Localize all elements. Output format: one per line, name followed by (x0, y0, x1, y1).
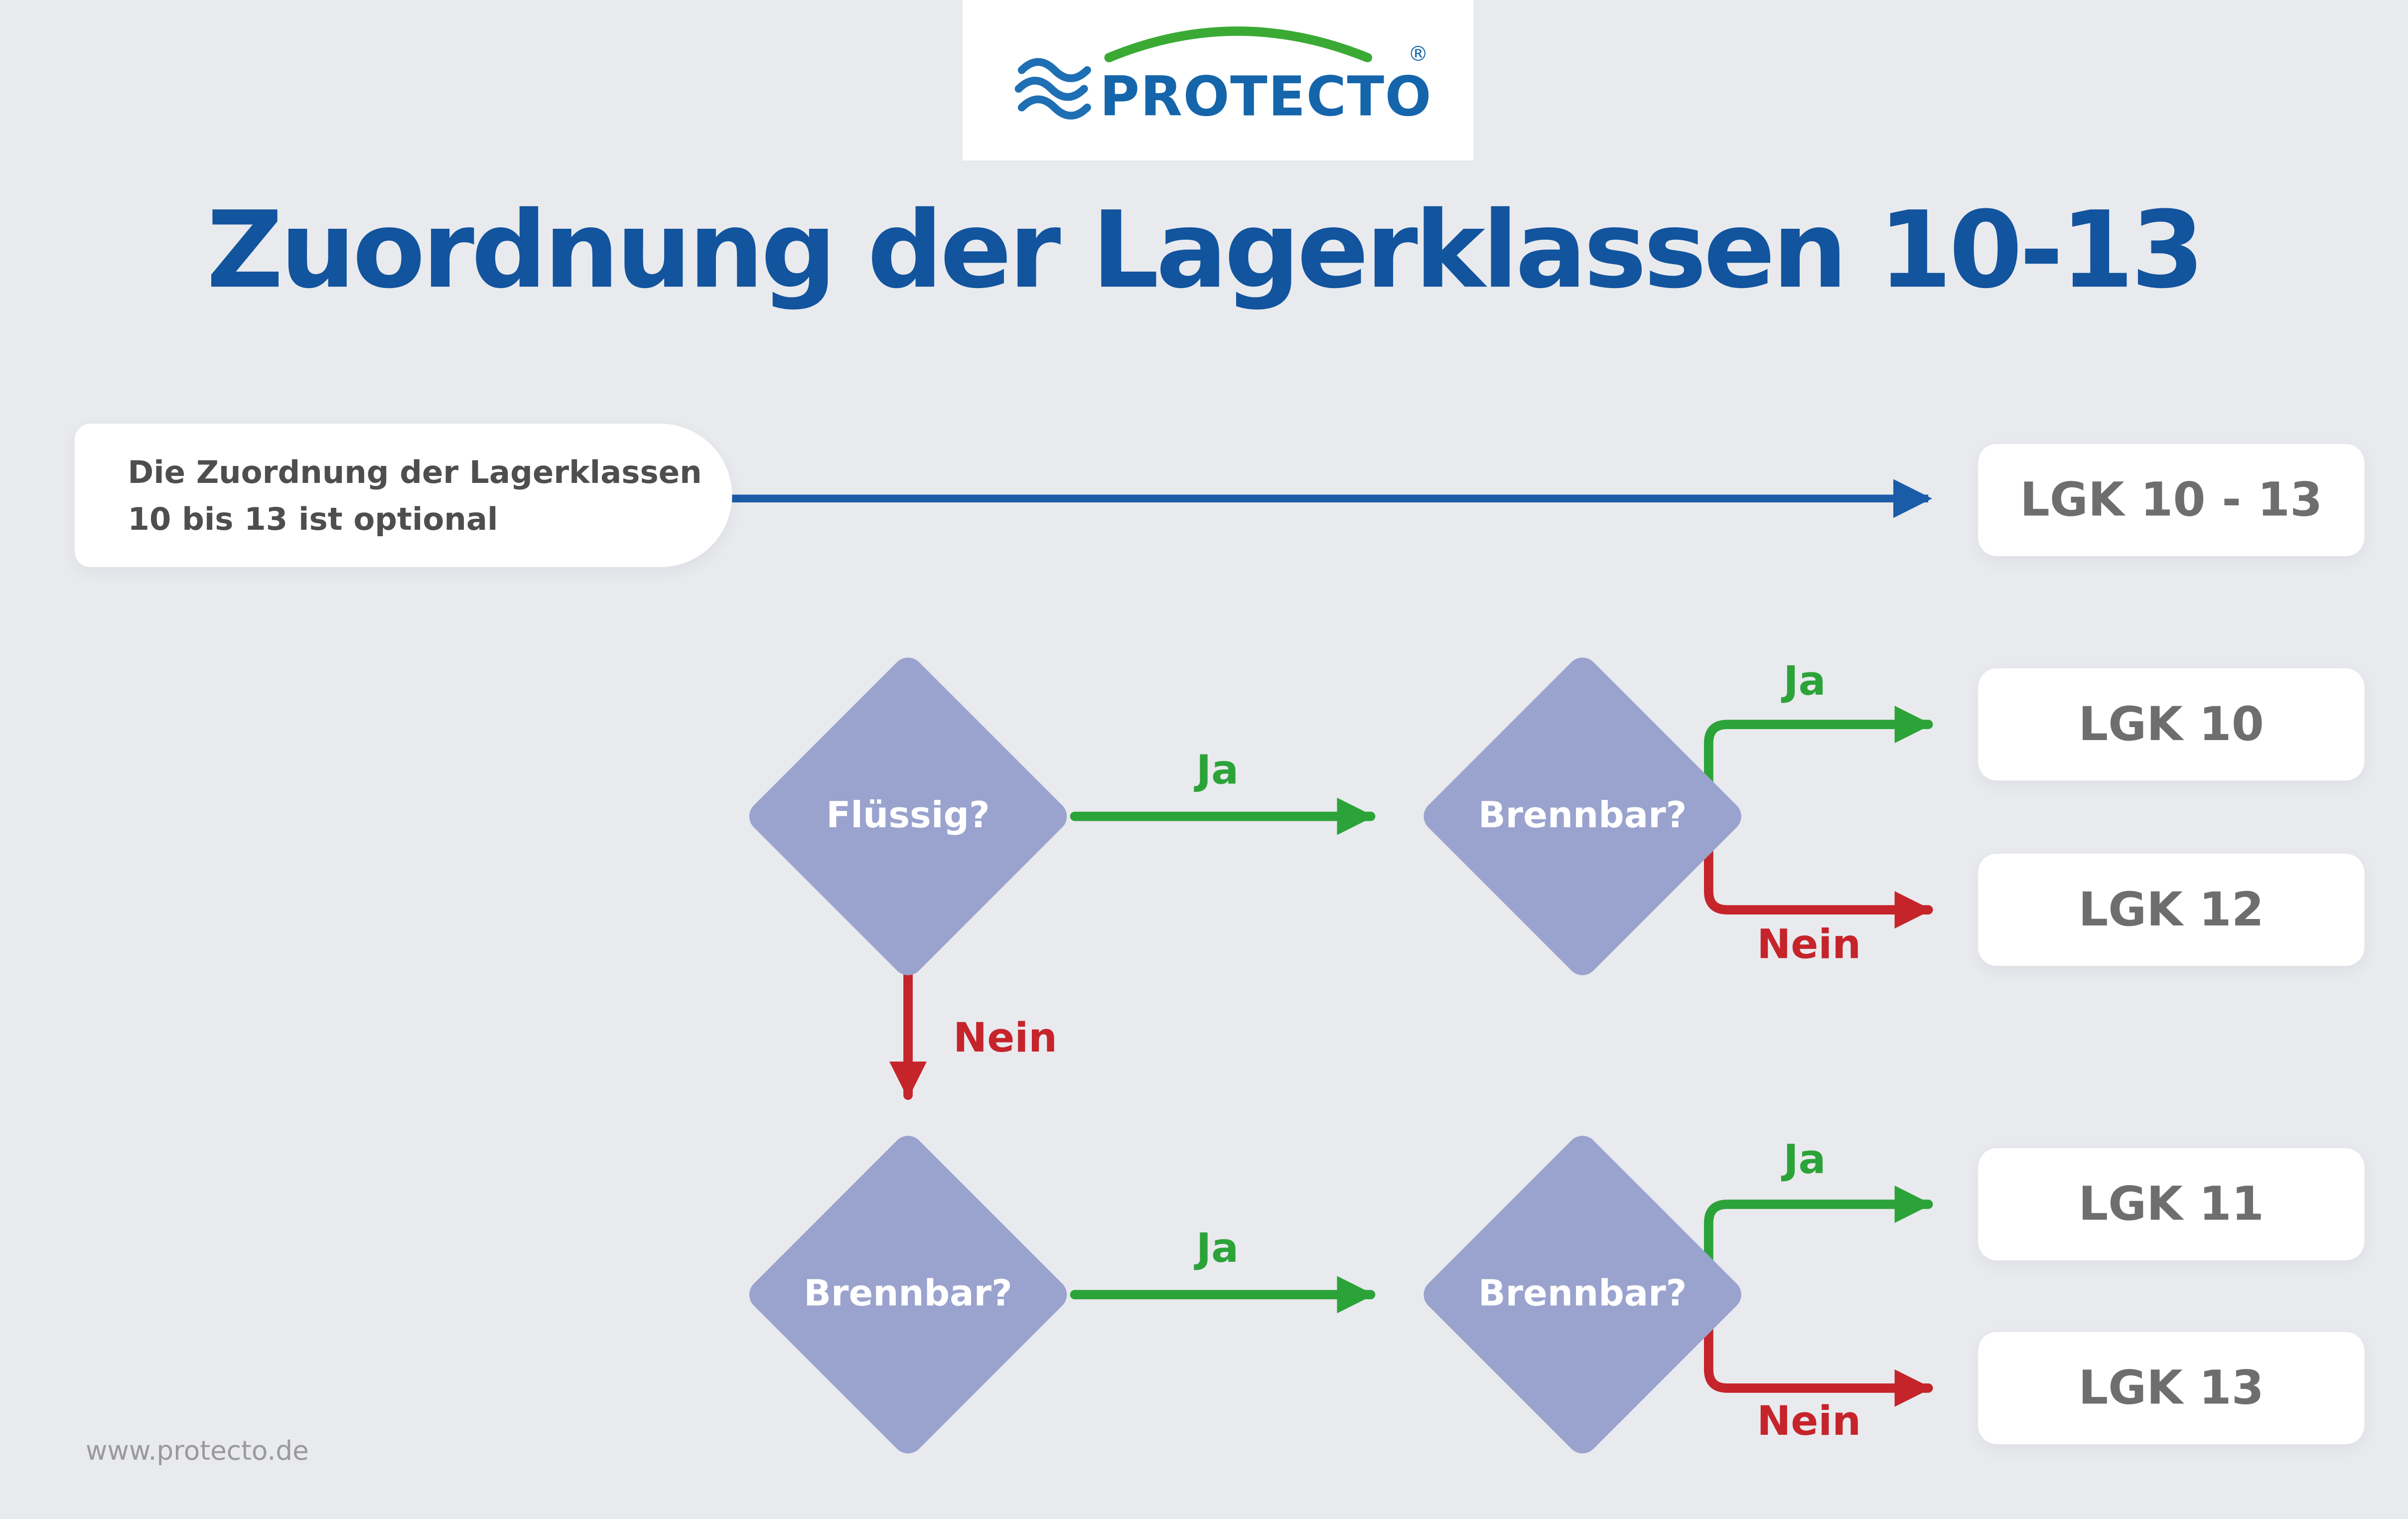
result-lgk-13: LGK 13 (1978, 1332, 2365, 1444)
note-line-1: Die Zuordnung der Lagerklassen (128, 453, 702, 491)
label-ja-d2: Ja (1783, 659, 1826, 706)
decision-fluessig: Flüssig? (742, 651, 1074, 982)
result-lgk-10: LGK 10 (1978, 668, 2365, 781)
arrow-d4-yes (1703, 1185, 1933, 1300)
page-title: Zuordnung der Lagerklassen 10-13 (206, 190, 2204, 313)
label-ja-d4: Ja (1783, 1137, 1826, 1184)
arrow-d2-yes (1703, 706, 1933, 821)
logo-wave-icon (1014, 57, 1091, 119)
logo-brand-text: PROTECTO (1100, 64, 1432, 128)
optional-note: Die Zuordnung der Lagerklassen 10 bis 13… (75, 424, 732, 567)
decision-label: Flüssig? (826, 796, 990, 837)
arrow-d2-no (1703, 811, 1933, 929)
note-line-2: 10 bis 13 ist optional (128, 500, 498, 538)
result-lgk-10-13: LGK 10 - 13 (1978, 444, 2365, 557)
logo-arc (1104, 25, 1373, 62)
decision-label: Brennbar? (804, 1274, 1012, 1315)
decision-brennbar-2: Brennbar? (742, 1129, 1074, 1460)
label-ja-d3: Ja (1196, 1226, 1239, 1273)
label-nein-d4: Nein (1757, 1399, 1861, 1446)
label-ja-d1: Ja (1196, 748, 1239, 795)
logo-graphic: PROTECTO ® (1014, 25, 1432, 128)
decision-brennbar-3: Brennbar? (1417, 1129, 1748, 1460)
result-lgk-11: LGK 11 (1978, 1148, 2365, 1261)
decision-label: Brennbar? (1478, 1274, 1687, 1315)
arrow-d4-no (1703, 1290, 1933, 1407)
decision-brennbar-1: Brennbar? (1417, 651, 1748, 982)
footer-url: www.protecto.de (85, 1436, 309, 1468)
label-nein-d1: Nein (953, 1016, 1058, 1063)
result-lgk-12: LGK 12 (1978, 854, 2365, 966)
logo: PROTECTO ® (962, 0, 1474, 160)
logo-registered-mark: ® (1408, 41, 1428, 65)
decision-label: Brennbar? (1478, 796, 1687, 837)
label-nein-d2: Nein (1757, 922, 1861, 969)
